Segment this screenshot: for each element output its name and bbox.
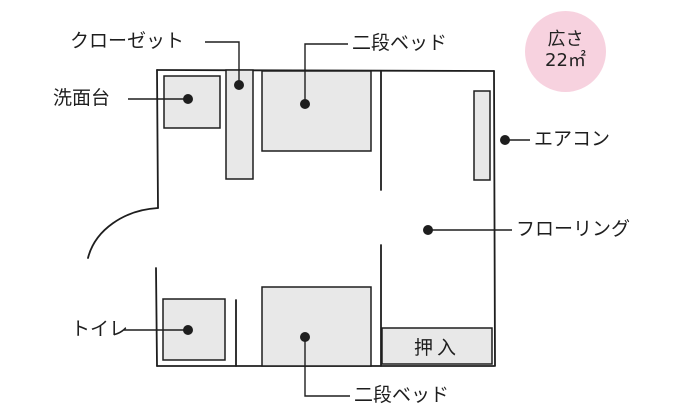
area-badge-title: 広さ <box>547 29 584 50</box>
door-swing <box>87 207 159 259</box>
wall-left-upper <box>156 69 159 209</box>
label-closet: クローゼット <box>70 30 185 52</box>
washbasin-dot <box>183 94 193 104</box>
wall-left-lower <box>155 267 158 367</box>
toilet-dot <box>183 325 193 335</box>
label-toilet: トイレ <box>71 318 129 340</box>
label-bunk-bed-top: 二段ベッド <box>352 32 448 54</box>
label-flooring: フローリング <box>516 218 631 240</box>
oshiire-box <box>381 327 493 365</box>
wall-right <box>493 70 496 367</box>
label-bunk-bed-bottom: 二段ベッド <box>354 384 450 406</box>
closet-leader <box>205 41 240 85</box>
label-aircon: エアコン <box>534 128 611 150</box>
aircon-box <box>473 90 491 181</box>
area-badge-value: 22㎡ <box>545 50 586 71</box>
area-badge: 広さ 22㎡ <box>525 11 606 92</box>
closet-dot <box>234 80 244 90</box>
flooring-dot <box>423 225 433 235</box>
aircon-dot <box>500 135 510 145</box>
bunk-top-dot <box>300 99 310 109</box>
bunk-bottom-dot <box>300 332 310 342</box>
label-washbasin: 洗面台 <box>53 87 111 109</box>
label-oshiire: 押入 <box>413 336 460 359</box>
bunk-bed-bottom-box <box>261 286 372 367</box>
bunk-top-leader <box>304 43 348 104</box>
bunk-bottom-leader <box>304 337 350 397</box>
bunk-bed-top-box <box>261 70 372 152</box>
washbasin-box <box>163 75 221 129</box>
